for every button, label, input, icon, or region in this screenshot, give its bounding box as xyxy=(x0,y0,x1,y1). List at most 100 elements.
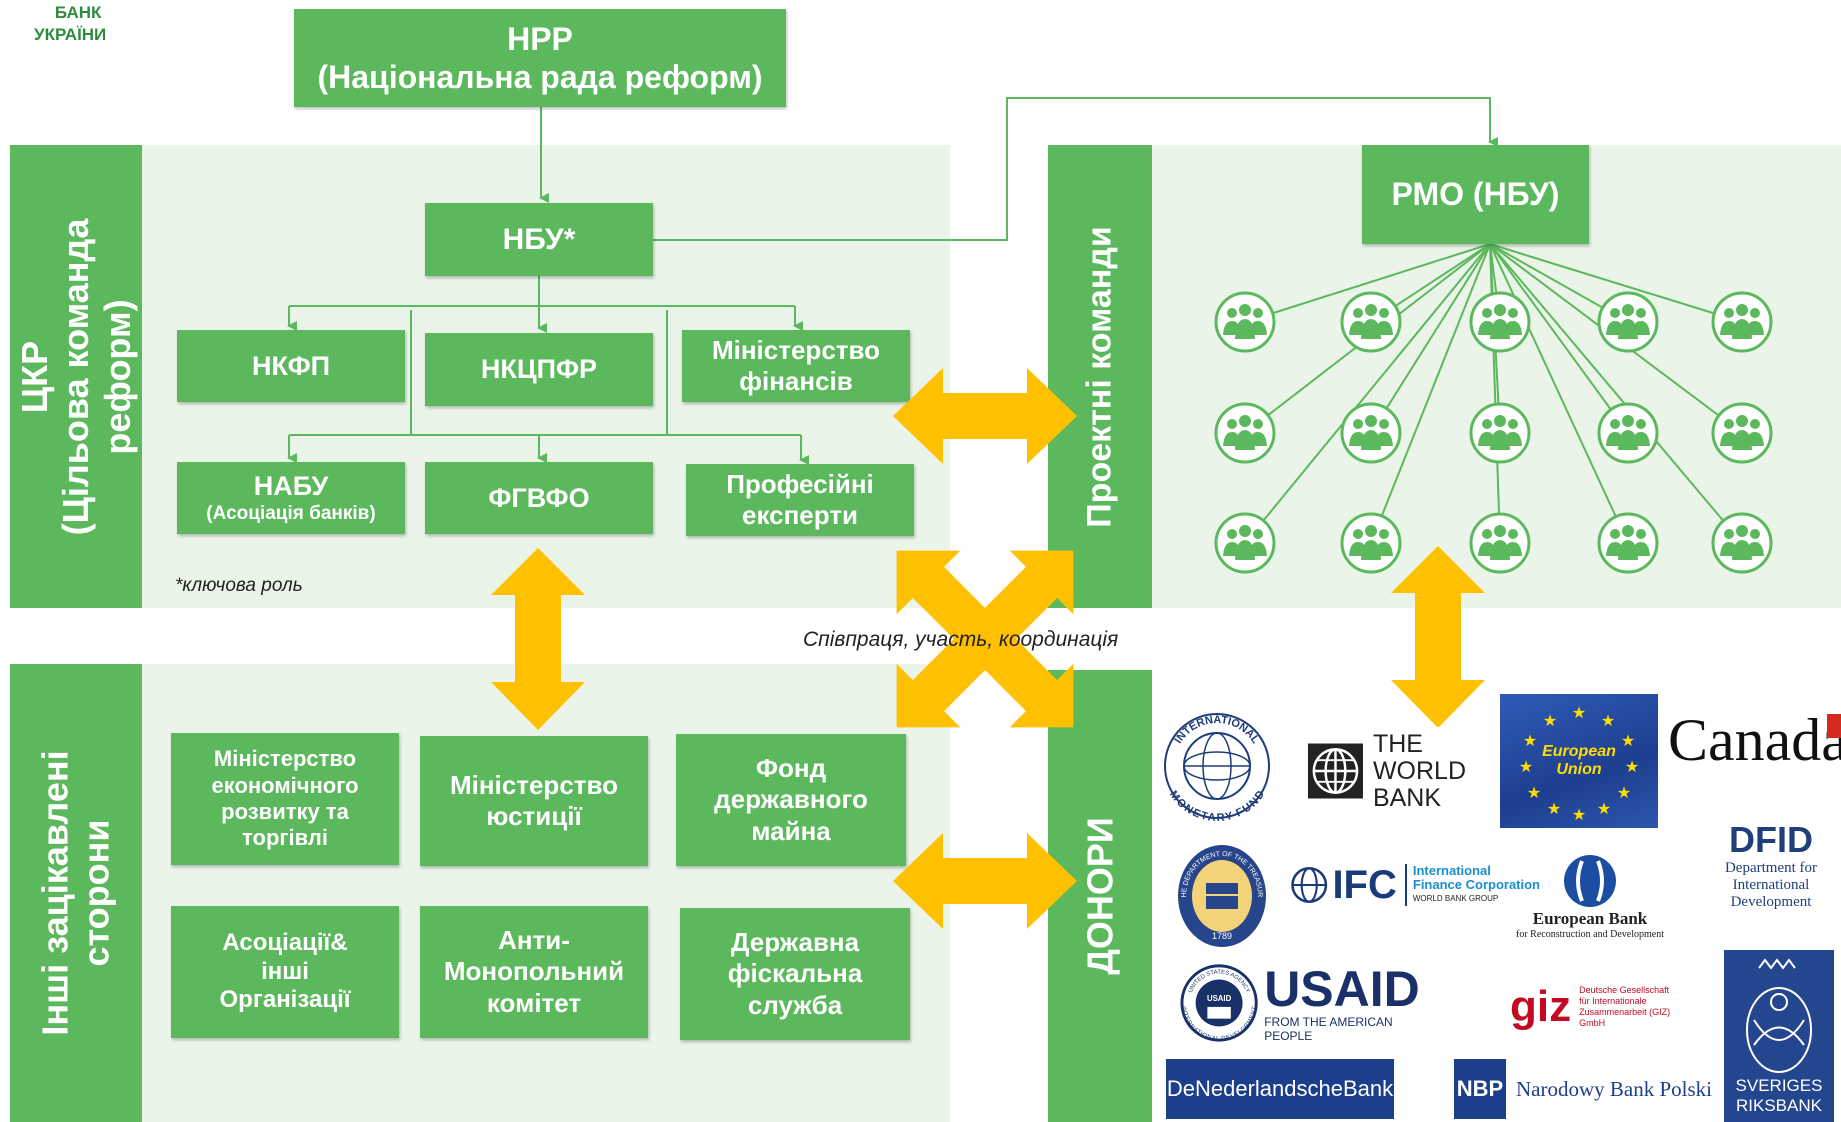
ifc-logo: IFC International Finance Corporation WO… xyxy=(1290,855,1540,915)
ministry-justice-line2: юстиції xyxy=(486,801,582,831)
nbu-box: НБУ* xyxy=(425,203,653,276)
svg-text:★: ★ xyxy=(1625,759,1639,776)
state-property-fund-line1: Фонд xyxy=(755,753,827,784)
pmo-fan-line xyxy=(1489,243,1629,544)
state-property-fund-line3: майна xyxy=(751,815,831,846)
fiscal-service-line2: фіскальна xyxy=(727,958,863,989)
ckr-stakeholders-arrow xyxy=(491,548,585,730)
antimonopoly-line2: Монопольний xyxy=(443,956,625,987)
bank-logo: БАНК УКРАЇНИ xyxy=(14,2,106,46)
usaid-seal-icon: USAID UNITED STATES AGENCY INTERNATIONAL… xyxy=(1180,964,1258,1042)
pmo-fan-line xyxy=(1489,243,1743,323)
team-group-icon xyxy=(1214,402,1276,464)
ministry-justice-box: Міністерство юстиції xyxy=(420,736,648,866)
nbu-label: НБУ* xyxy=(502,222,576,256)
ministry-economy-box: Міністерство економічного розвитку та то… xyxy=(171,733,399,865)
stakeholders-donors-arrow xyxy=(893,833,1077,929)
svg-text:★: ★ xyxy=(1527,785,1541,802)
associations-line1: Асоціації& xyxy=(222,928,348,956)
bank-logo-line1: БАНК xyxy=(54,3,102,22)
ifc-globe-icon xyxy=(1291,867,1328,903)
pmo-label: РМО (НБУ) xyxy=(1391,176,1560,213)
team-group-icon xyxy=(1340,402,1402,464)
professional-experts-line1: Професійні xyxy=(726,468,874,499)
eu-line1: European xyxy=(1542,743,1616,760)
dfid-line1: Department for xyxy=(1724,859,1818,876)
nabu-line1: НАБУ xyxy=(253,471,329,502)
usaid-logo: USAID UNITED STATES AGENCY INTERNATIONAL… xyxy=(1180,960,1440,1046)
pmo-fan-line xyxy=(1489,243,1629,434)
svg-text:★: ★ xyxy=(1519,759,1533,776)
professional-experts-line2: експерти xyxy=(741,500,858,530)
svg-text:★: ★ xyxy=(1523,733,1537,750)
professional-experts-box: Професійні експерти xyxy=(686,464,914,536)
state-property-fund-line2: державного xyxy=(714,784,868,815)
nktspfr-box: НКЦПФР xyxy=(425,333,653,406)
riksbank-logo: SVERIGES RIKSBANK xyxy=(1724,950,1834,1122)
eu-line2: Union xyxy=(1556,761,1602,778)
dnb-part1: De xyxy=(1166,1076,1195,1101)
nkfp-label: НКФП xyxy=(251,350,331,381)
canada-wordmark: Canada xyxy=(1668,706,1841,773)
antimonopoly-line3: комітет xyxy=(486,987,582,1018)
fgvfo-box: ФГВФО xyxy=(425,462,653,534)
svg-text:★: ★ xyxy=(1597,801,1611,818)
eu-logo: ★★★ ★★★ ★★★ ★★★ European Union xyxy=(1500,694,1658,828)
ckr-donors-arrow xyxy=(893,368,1077,464)
world-bank-logo: THE WORLD BANK xyxy=(1306,727,1466,815)
ministry-finance-box: Міністерство фінансів xyxy=(682,330,910,402)
team-group-icon xyxy=(1469,512,1531,574)
riksbank-line2: RIKSBANK xyxy=(1736,1096,1822,1115)
team-group-icon xyxy=(1214,512,1276,574)
collaboration-label: Співпраця, участь, координація xyxy=(803,628,1119,651)
dnb-part2: Nederlandsche xyxy=(1194,1076,1343,1101)
svg-text:★: ★ xyxy=(1617,785,1631,802)
giz-line3: Zusammenarbeit (GIZ) GmbH xyxy=(1579,1007,1671,1028)
fgvfo-label: ФГВФО xyxy=(488,482,590,513)
pmo-box: РМО (НБУ) xyxy=(1362,145,1589,244)
ministry-economy-line4: торгівлі xyxy=(242,825,328,851)
bank-logo-line2: УКРАЇНИ xyxy=(34,25,107,44)
world-bank-line3: BANK xyxy=(1372,783,1442,812)
nrr-box: НРР (Національна рада реформ) xyxy=(294,9,786,107)
ebrd-line2: for Reconstruction and Development xyxy=(1515,928,1664,940)
ebrd-logo: European Bank for Reconstruction and Dev… xyxy=(1500,846,1680,946)
ministry-economy-line3: розвитку та xyxy=(221,799,349,824)
team-group-icon xyxy=(1711,512,1773,574)
giz-line2: für Internationale xyxy=(1579,996,1647,1006)
riksbank-line1: SVERIGES xyxy=(1735,1076,1823,1095)
nbp-name: Narodowy Bank Polski xyxy=(1516,1076,1712,1101)
stakeholders-label-bar: Інші зацікавлені сторони xyxy=(10,664,142,1122)
ministry-economy-line2: економічного xyxy=(211,772,359,798)
pmo-fan-line xyxy=(1489,243,1743,544)
team-group-icon xyxy=(1469,402,1531,464)
dfid-mark: DFID xyxy=(1729,818,1813,860)
fiscal-service-box: Державна фіскальна служба xyxy=(680,908,910,1040)
team-group-icon xyxy=(1711,291,1773,353)
nabu-line2: (Асоціація банків) xyxy=(206,502,376,524)
team-group-icon xyxy=(1597,512,1659,574)
nktspfr-label: НКЦПФР xyxy=(480,354,598,385)
svg-text:★: ★ xyxy=(1572,705,1586,722)
usaid-wordmark: USAID xyxy=(1264,961,1420,1017)
usaid-tagline: FROM THE AMERICAN PEOPLE xyxy=(1264,1015,1393,1043)
usaid-seal-mid: USAID xyxy=(1207,994,1232,1003)
team-group-icon xyxy=(1597,402,1659,464)
nrr-subtitle: (Національна рада реформ) xyxy=(317,59,763,95)
team-group-icon xyxy=(1597,291,1659,353)
eu-stars-icon: ★★★ ★★★ ★★★ ★★★ xyxy=(1519,705,1639,824)
dfid-line3: Development xyxy=(1730,893,1812,910)
ifc-line1: International xyxy=(1412,863,1491,878)
antimonopoly-line1: Анти- xyxy=(498,925,570,956)
fiscal-service-line1: Державна xyxy=(730,927,860,958)
svg-text:★: ★ xyxy=(1547,801,1561,818)
ebrd-emblem-icon xyxy=(1564,854,1616,907)
teams-donors-arrow xyxy=(1391,546,1485,728)
giz-line1: Deutsche Gesellschaft xyxy=(1579,985,1670,995)
team-group-icon xyxy=(1711,402,1773,464)
donors-label-bar: ДОНОРИ xyxy=(1048,670,1152,1122)
ifc-line3: WORLD BANK GROUP xyxy=(1412,894,1499,903)
team-group-icon xyxy=(1214,291,1276,353)
